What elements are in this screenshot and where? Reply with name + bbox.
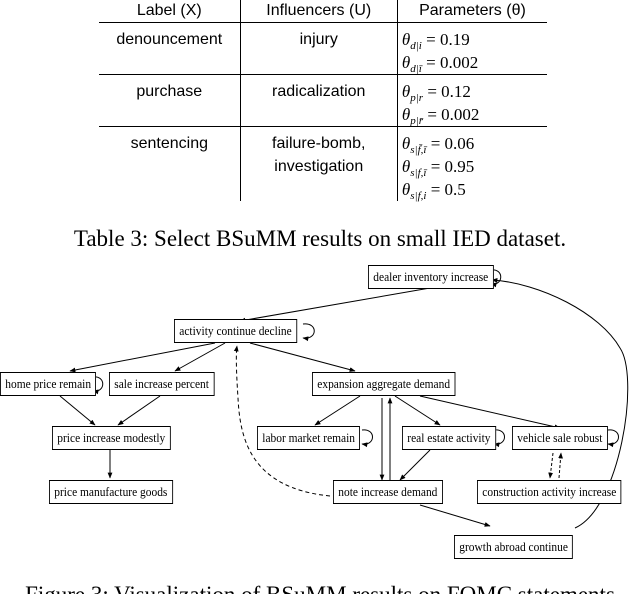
parameters-table-wrapper: Label (X) Influencers (U) Parameters (θ)… bbox=[99, 0, 547, 202]
graph-edges bbox=[59, 269, 629, 529]
figure-caption: Figure 3: Visualization of BSuMM results… bbox=[0, 580, 640, 594]
edge bbox=[419, 504, 491, 527]
edge bbox=[419, 395, 561, 430]
table-header-row: Label (X) Influencers (U) Parameters (θ) bbox=[99, 0, 547, 23]
graph-node-activity: activity continue decline bbox=[174, 319, 298, 343]
table-row: purchase radicalization θp|r = 0.12 θp|r… bbox=[99, 74, 547, 127]
edge bbox=[314, 395, 361, 426]
edge bbox=[249, 342, 356, 372]
table-row: denouncement injury θd|i = 0.19 θd|ī = 0… bbox=[99, 22, 547, 75]
row-label: purchase bbox=[99, 74, 241, 127]
graph-node-note: note increase demand bbox=[333, 480, 443, 504]
graph-node-construction: construction activity increase bbox=[477, 480, 622, 504]
edge bbox=[394, 395, 441, 426]
edge bbox=[239, 287, 431, 323]
table-caption: Table 3: Select BSuMM results on small I… bbox=[73, 226, 567, 251]
graph-node-sale: sale increase percent bbox=[109, 372, 215, 396]
edge bbox=[399, 449, 431, 481]
self-loop bbox=[493, 429, 505, 448]
header-influencers: Influencers (U) bbox=[239, 0, 398, 23]
self-loop bbox=[607, 429, 619, 448]
edge bbox=[558, 452, 563, 479]
parameter-value: θs|f̄,ī = 0.06 bbox=[401, 134, 475, 156]
graph-node-dealer: dealer inventory increase bbox=[368, 265, 494, 289]
self-loop bbox=[361, 429, 373, 448]
header-label: Label (X) bbox=[99, 0, 241, 23]
edge bbox=[69, 342, 216, 373]
parameter-value: θs|f,i = 0.5 bbox=[401, 180, 466, 202]
parameter-value: θd|i = 0.19 bbox=[401, 30, 470, 52]
row-influencers: injury bbox=[239, 22, 398, 75]
edge bbox=[174, 342, 226, 372]
graph-node-real-estate: real estate activity bbox=[402, 426, 496, 450]
influencer-line: failure-bomb, bbox=[272, 135, 366, 152]
graph-node-home: home price remain bbox=[0, 372, 97, 396]
row-influencers: failure-bomb, investigation bbox=[239, 126, 398, 201]
row-label: denouncement bbox=[99, 22, 241, 75]
parameter-value: θp|r̄ = 0.002 bbox=[401, 105, 480, 127]
row-parameters: θs|f̄,ī = 0.06 θs|f,ī = 0.95 θs|f,i = 0.… bbox=[397, 127, 547, 202]
self-loop bbox=[302, 323, 315, 342]
header-parameters: Parameters (θ) bbox=[397, 0, 547, 23]
graph-node-price-manufacture: price manufacture goods bbox=[49, 480, 173, 504]
graph-node-growth: growth abroad continue bbox=[454, 535, 574, 559]
parameter-value: θs|f,ī = 0.95 bbox=[401, 157, 475, 179]
self-loop bbox=[490, 269, 502, 288]
row-label: sentencing bbox=[130, 135, 208, 152]
bsumm-graph: dealer inventory increase activity conti… bbox=[0, 258, 640, 564]
parameter-value: θd|ī = 0.002 bbox=[401, 53, 479, 75]
graph-node-expansion: expansion aggregate demand bbox=[312, 372, 456, 396]
edge bbox=[117, 395, 161, 426]
row-parameters: θd|i = 0.19 θd|ī = 0.002 bbox=[397, 22, 547, 75]
row-parameters: θp|r = 0.12 θp|r̄ = 0.002 bbox=[397, 74, 547, 127]
edge bbox=[59, 395, 96, 426]
row-influencers: radicalization bbox=[239, 74, 398, 127]
edge bbox=[548, 452, 554, 479]
influencer-line: investigation bbox=[274, 158, 364, 175]
graph-node-vehicle: vehicle sale robust bbox=[512, 426, 608, 450]
graph-node-labor: labor market remain bbox=[257, 426, 361, 450]
edge bbox=[233, 345, 331, 497]
parameter-value: θp|r = 0.12 bbox=[401, 82, 471, 104]
graph-node-price-increase: price increase modestly bbox=[52, 426, 171, 450]
parameters-table: Label (X) Influencers (U) Parameters (θ)… bbox=[99, 0, 547, 202]
table-row: sentencing failure-bomb, investigation θ… bbox=[99, 126, 547, 202]
